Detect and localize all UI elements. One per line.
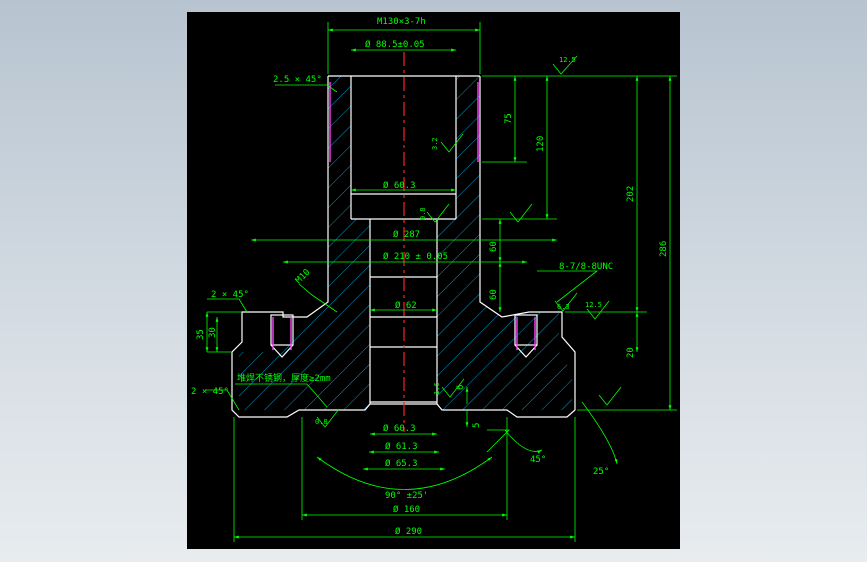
dim-angle-45: 45° xyxy=(530,455,546,465)
thread-lines xyxy=(272,82,536,350)
dim-flange-dia: Ø 287 xyxy=(393,229,420,240)
dim-angle-25: 25° xyxy=(593,467,609,477)
rough-0-8-bottom: 0.8 xyxy=(315,418,328,426)
dim-bore-top: Ø 88.5±0.05 xyxy=(365,39,425,50)
dim-angle-90: 90° ±25' xyxy=(385,491,428,501)
rough-3-2: 3.2 xyxy=(431,137,439,150)
roughness-symbols xyxy=(316,55,622,428)
dim-dia-61: Ø 61.3 xyxy=(385,441,418,452)
dim-chamfer-top: 2.5 × 45° xyxy=(273,75,322,85)
section-hatch xyxy=(239,76,572,410)
dim-dia-160: Ø 160 xyxy=(393,504,420,515)
dim-bore-main: Ø 62 xyxy=(395,300,417,311)
dim-height-30: 30 xyxy=(208,327,218,338)
cad-drawing: M130×3-7h Ø 88.5±0.05 Ø 60.3 Ø 287 Ø 210… xyxy=(191,17,677,542)
dim-small-5: 5 xyxy=(472,423,482,428)
rough-12-5-top: 12.5 xyxy=(559,56,576,64)
dim-chamfer-left: 2 × 45° xyxy=(211,290,249,300)
dim-thread-top: M130×3-7h xyxy=(377,17,426,27)
dim-height-60a: 60 xyxy=(489,241,499,252)
hatch-left-upper xyxy=(328,76,351,219)
rough-12-5-right: 12.5 xyxy=(585,301,602,309)
hatch-right-body xyxy=(437,219,572,410)
note-cladding: 堆焊不锈钢，厚度≥2mm xyxy=(237,372,331,384)
dim-bore-bottom: Ø 60.3 xyxy=(383,423,416,434)
dim-height-35: 35 xyxy=(196,329,206,340)
hatch-right-upper xyxy=(456,76,480,219)
dim-bore-mid: Ø 60.3 xyxy=(383,180,416,191)
dim-bolt-circle: Ø 210 ± 0.05 xyxy=(383,251,448,262)
dim-small-6: 6 xyxy=(456,385,466,390)
dim-height-75: 75 xyxy=(504,113,514,124)
dim-height-286: 286 xyxy=(659,241,669,257)
rough-6-3: 6.3 xyxy=(557,303,570,311)
dim-height-120: 120 xyxy=(536,136,546,152)
dim-dia-65: Ø 65.3 xyxy=(385,458,418,469)
rough-1-6: 1.6 xyxy=(433,382,441,395)
dim-height-202: 202 xyxy=(626,186,636,202)
drawing-sheet: M130×3-7h Ø 88.5±0.05 Ø 60.3 Ø 287 Ø 210… xyxy=(187,12,680,549)
hatch-left-body xyxy=(239,219,370,410)
dim-chamfer-bottom: 2 × 45° xyxy=(191,387,229,397)
dim-dia-290: Ø 290 xyxy=(395,526,422,537)
dim-thread-m10: M10 xyxy=(294,268,313,287)
rough-0-8: 0.8 xyxy=(419,207,427,220)
dimension-lines xyxy=(205,22,677,542)
dim-height-20: 20 xyxy=(626,347,636,358)
dim-height-60b: 60 xyxy=(489,289,499,300)
dim-thread-side: 8-7/8-8UNC xyxy=(559,262,613,272)
